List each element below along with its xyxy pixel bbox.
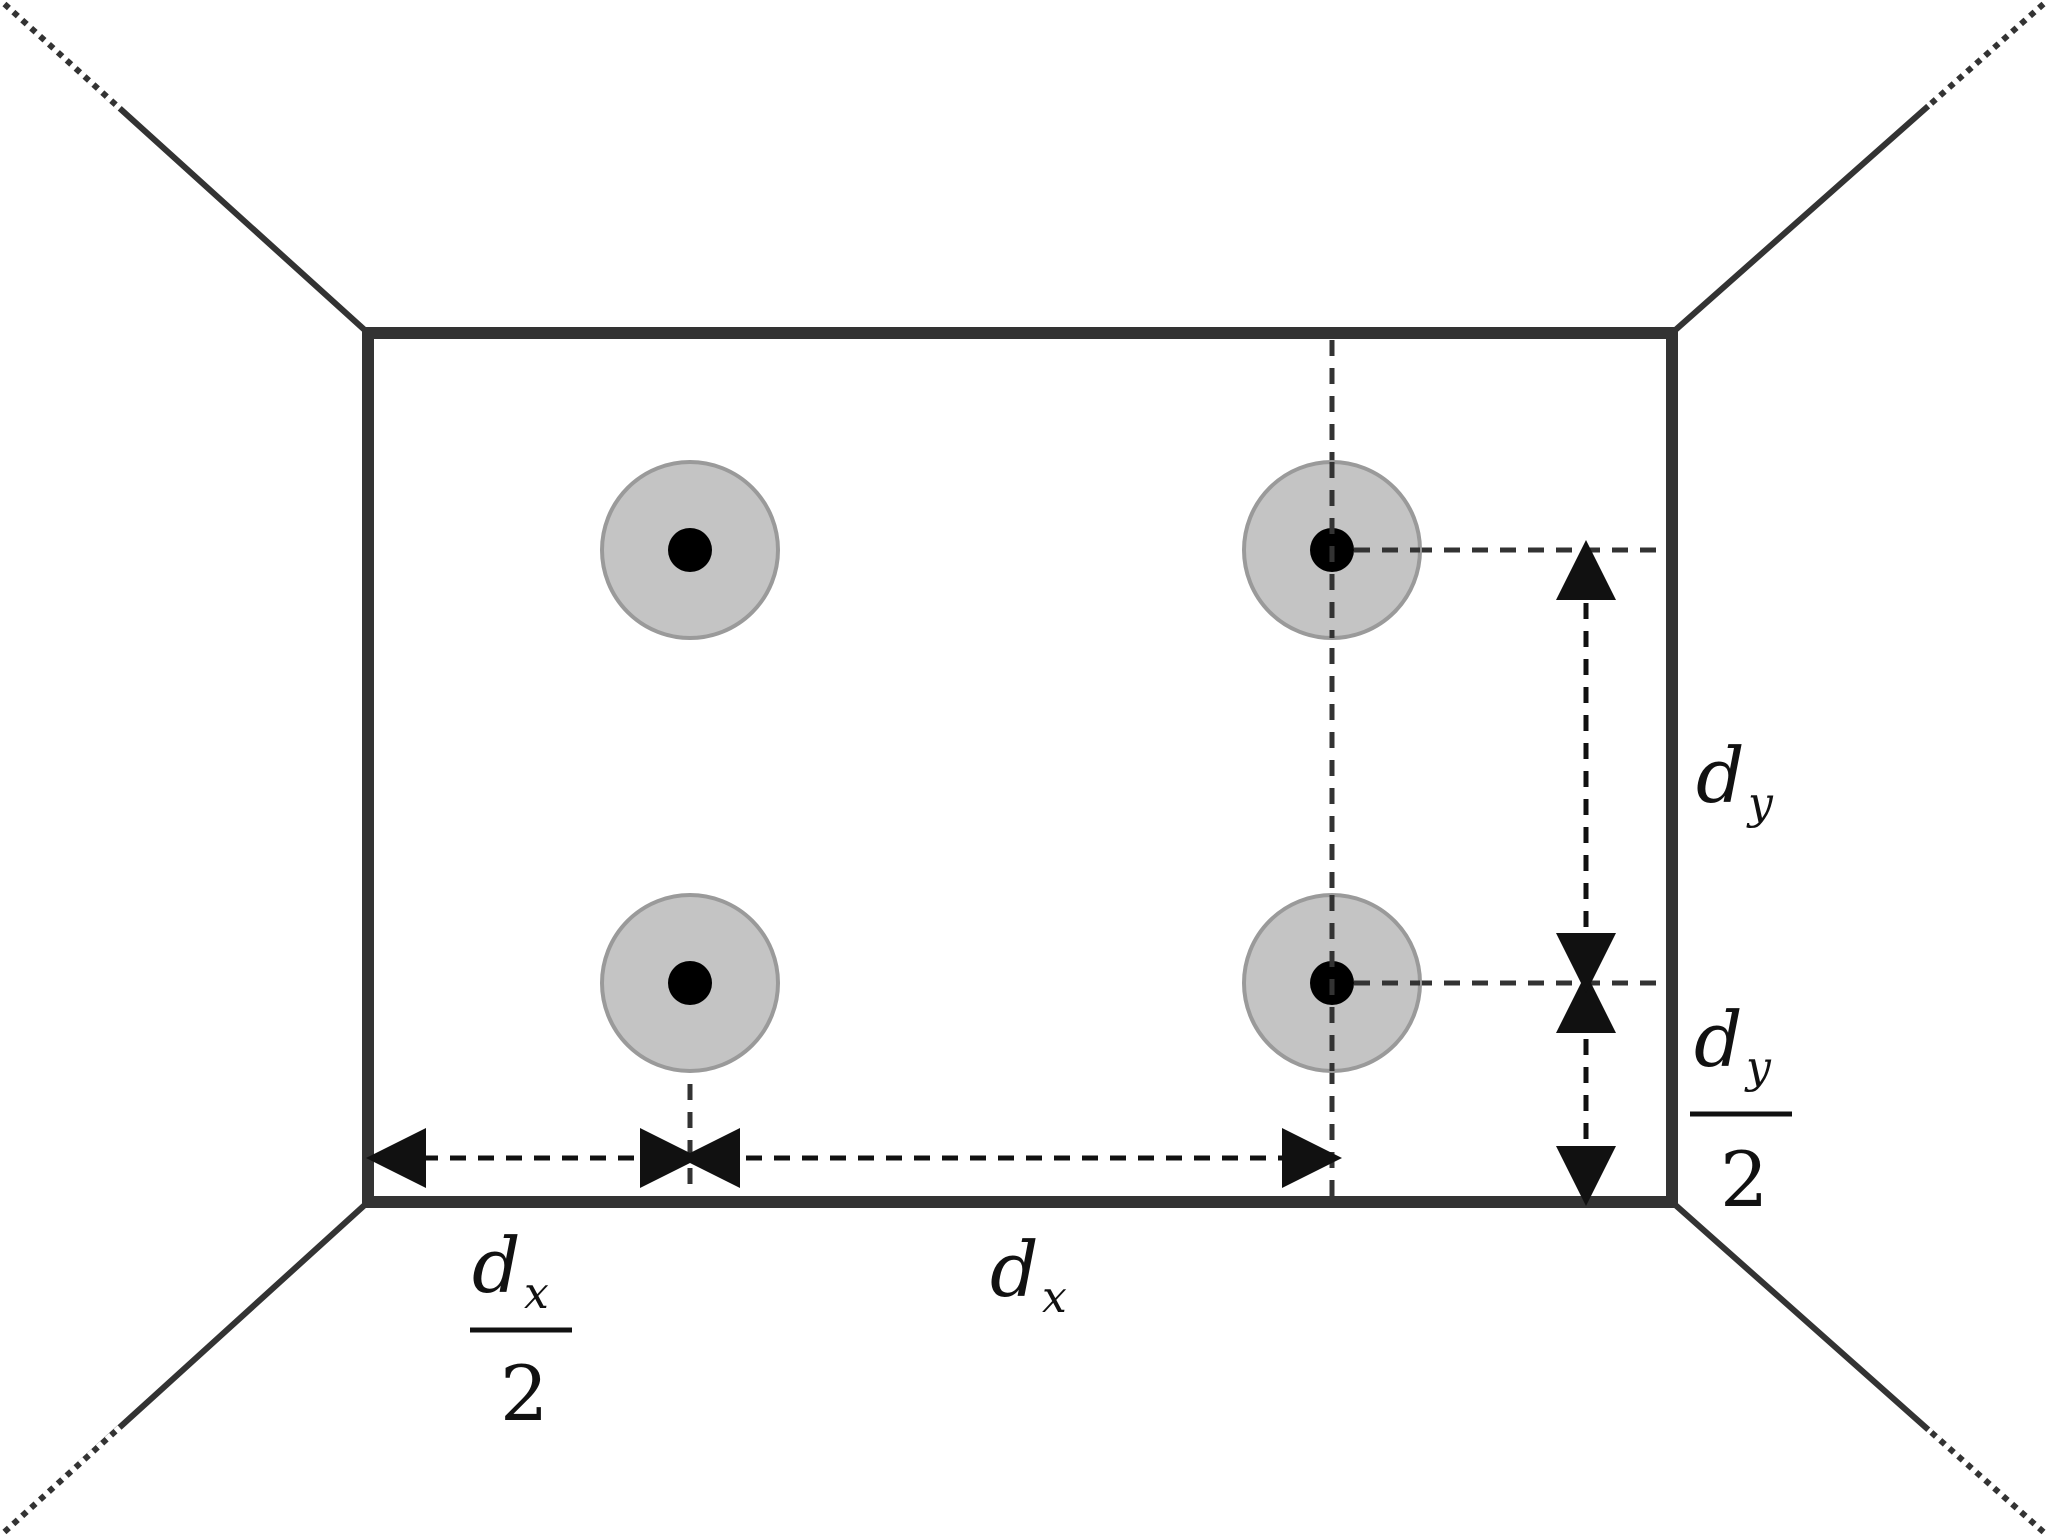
corner-line-bottom-right (1670, 1199, 2048, 1536)
nodes (600, 460, 1422, 1073)
svg-text:y: y (1746, 778, 1774, 829)
svg-text:2: 2 (1720, 1135, 1768, 1224)
svg-text:x: x (1042, 1272, 1067, 1323)
svg-text:d: d (1694, 995, 1743, 1084)
corner-line-top-left (0, 0, 371, 336)
svg-text:d: d (990, 1225, 1039, 1314)
dashed-guides (687, 340, 1666, 1196)
svg-text:d: d (472, 1221, 521, 1310)
svg-text:2: 2 (500, 1349, 548, 1438)
label-dy: d y (1696, 731, 1774, 829)
label-dy-half: d y 2 (1690, 995, 1792, 1224)
svg-text:y: y (1744, 1042, 1772, 1093)
label-dx: d x (990, 1225, 1067, 1323)
node-bottom-left (600, 893, 780, 1073)
corner-line-bottom-left (0, 1199, 371, 1536)
label-dx-half: d x 2 (470, 1221, 572, 1438)
node-guide-overlays (1329, 462, 1420, 1071)
svg-text:x: x (524, 1268, 549, 1319)
node-top-left (600, 460, 780, 640)
back-wall-rectangle (362, 327, 1678, 1208)
svg-text:d: d (1696, 731, 1745, 820)
corner-line-top-right (1670, 0, 2048, 336)
